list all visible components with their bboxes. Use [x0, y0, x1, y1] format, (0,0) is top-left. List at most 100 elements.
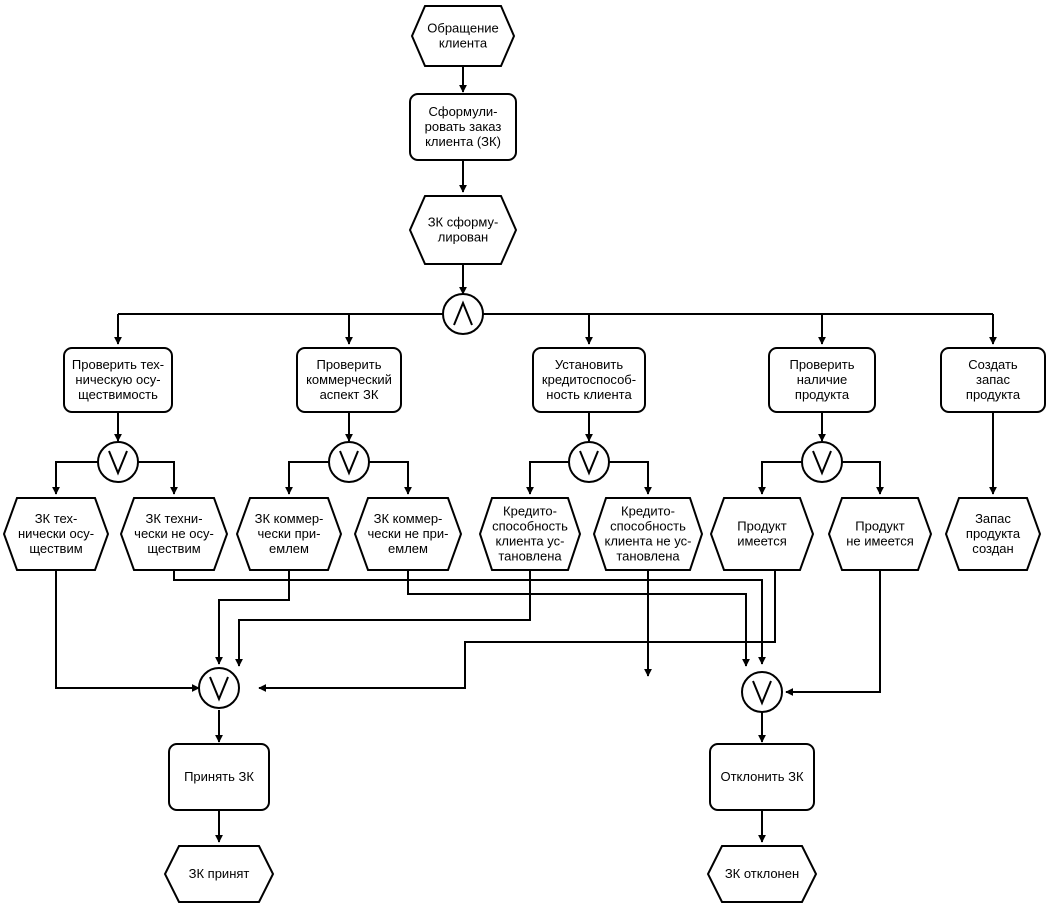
event-order-formulated-label: ЗК сформу-лирован: [428, 215, 499, 245]
event-order-accepted: ЗК принят: [163, 845, 275, 903]
label-line: ЗК отклонен: [725, 866, 799, 881]
event-comm-not-acceptable: ЗК коммер-чески не при-емлем: [353, 497, 463, 571]
label-line: продукта: [795, 387, 850, 402]
xor-tech-branch-right: [138, 461, 178, 495]
label-line: кредитоспособ-: [542, 372, 636, 387]
label-line: ЗК техни-: [145, 511, 202, 526]
label-line: ЗК сформу-: [428, 215, 499, 230]
join-accept-operator: [198, 667, 240, 709]
label-line: емлем: [388, 541, 428, 556]
label-line: Продукт: [855, 519, 904, 534]
label-line: Проверить: [316, 357, 381, 372]
wire-comm-acceptable-to-accept: [215, 570, 290, 665]
operators: [97, 293, 843, 713]
join-reject-operator: [741, 671, 783, 713]
event-tech-feasible: ЗК тех-нически осу-ществим: [2, 497, 110, 571]
label-line: ществимость: [78, 387, 158, 402]
xor-credit-branch-right: [609, 461, 652, 495]
or-symbol: [209, 676, 229, 702]
label-line: Кредито-: [503, 504, 557, 519]
label-line: Сформули-: [428, 104, 497, 119]
label-line: тановлена: [498, 549, 562, 564]
and-symbol: [453, 300, 473, 326]
xor-product-operator: [801, 441, 843, 483]
label-line: ЗК тех-: [35, 511, 78, 526]
label-line: нически осу-: [18, 526, 94, 541]
xor-comm-branch-left: [285, 461, 329, 495]
function-accept-order-label: Принять ЗК: [184, 769, 254, 784]
label-line: аспект ЗК: [320, 387, 379, 402]
label-line: лирован: [438, 230, 488, 245]
function-check-technical: Проверить тех-ническую осу-ществимость: [63, 347, 173, 413]
label-line: коммерческий: [306, 372, 392, 387]
event-order-rejected: ЗК отклонен: [706, 845, 818, 903]
wire-credit-established-to-accept: [235, 570, 531, 667]
label-line: ническую осу-: [75, 372, 160, 387]
wire-tech-feasible-to-accept: [55, 570, 200, 692]
label-line: имеется: [737, 534, 787, 549]
and-split-operator: [442, 293, 484, 335]
function-reject-order: Отклонить ЗК: [709, 743, 815, 811]
label-line: ность клиента: [546, 387, 632, 402]
label-line: клиента ус-: [496, 534, 565, 549]
label-line: Запас: [975, 511, 1011, 526]
event-comm-not-acceptable-label: ЗК коммер-чески не при-емлем: [368, 511, 449, 556]
function-reject-order-label: Отклонить ЗК: [720, 769, 803, 784]
event-order-rejected-label: ЗК отклонен: [725, 866, 799, 881]
label-line: Проверить: [789, 357, 854, 372]
connectors: [52, 66, 997, 843]
label-line: Кредито-: [621, 504, 675, 519]
xor-product-branch-right: [842, 461, 884, 495]
or-symbol: [579, 450, 599, 476]
label-line: емлем: [269, 541, 309, 556]
label-line: чески не при-: [368, 526, 449, 541]
label-line: клиента (ЗК): [425, 134, 501, 149]
label-line: запас: [976, 372, 1010, 387]
event-comm-acceptable: ЗК коммер-чески при-емлем: [235, 497, 343, 571]
label-line: не имеется: [846, 534, 914, 549]
label-line: клиента: [439, 36, 488, 51]
xor-commercial-operator: [328, 441, 370, 483]
xor-credit-branch-left: [526, 461, 569, 495]
xor-credit-operator: [568, 441, 610, 483]
xor-tech-branch-left: [52, 461, 98, 495]
label-line: чески при-: [258, 526, 321, 541]
event-tech-not-feasible: ЗК техни-чески не осу-ществим: [119, 497, 229, 571]
event-tech-feasible-label: ЗК тех-нически осу-ществим: [18, 511, 94, 556]
wire-tech-not-feasible-to-reject: [173, 570, 766, 665]
label-line: Проверить тех-: [72, 357, 164, 372]
label-line: ровать заказ: [425, 119, 502, 134]
label-line: тановлена: [616, 549, 680, 564]
label-line: способность: [492, 519, 568, 534]
wire-comm-not-acceptable-to-reject: [407, 570, 750, 667]
event-order-formulated: ЗК сформу-лирован: [408, 195, 518, 265]
or-symbol: [108, 450, 128, 476]
or-symbol: [812, 450, 832, 476]
function-accept-order: Принять ЗК: [168, 743, 270, 811]
label-line: чески не осу-: [134, 526, 214, 541]
label-line: способность: [610, 519, 686, 534]
xor-product-branch-left: [758, 461, 802, 495]
label-line: продукта: [966, 387, 1021, 402]
label-line: ЗК коммер-: [374, 511, 443, 526]
